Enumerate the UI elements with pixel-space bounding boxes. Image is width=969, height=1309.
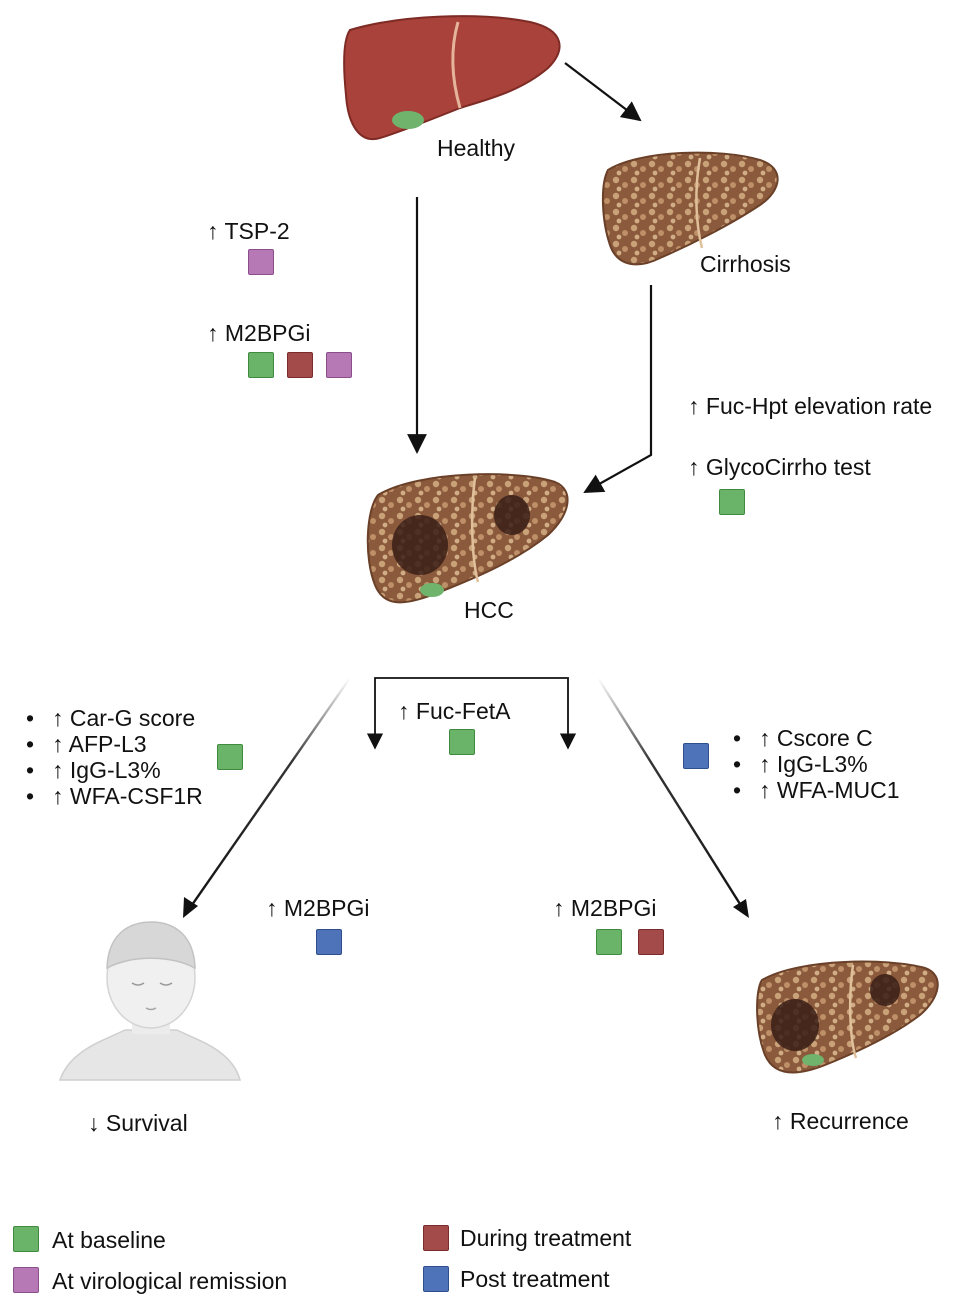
recurrence-marker-list: •↑ Cscore C •↑ IgG-L3% •↑ WFA-MUC1 [733,725,900,803]
legend-square-post [683,743,709,769]
legend-square-remission [326,352,352,378]
legend-swatch-post [423,1266,449,1292]
legend-label-post: Post treatment [460,1266,610,1292]
arrowhead-recurrence [733,899,749,918]
marker-m2bpgi-top: ↑ M2BPGi [207,320,311,346]
arrow-cirrhosis-to-hcc [583,285,653,493]
healthy-liver-icon [343,15,561,141]
list-item: •↑ AFP-L3 [26,731,147,757]
legend-square-baseline [248,352,274,378]
legend-square-remission [248,249,274,275]
legend-square-during [287,352,313,378]
legend-square-baseline [449,729,475,755]
marker-tsp2: ↑ TSP-2 [207,218,290,244]
list-item: •↑ IgG-L3% [26,757,161,783]
marker-glycocirrho: ↑ GlycoCirrho test [688,454,871,480]
label-survival: ↓ Survival [88,1110,188,1136]
legend-swatch-remission [13,1267,39,1293]
legend-label-baseline: At baseline [52,1227,166,1253]
legend-label-remission: At virological remission [52,1268,288,1294]
label-healthy: Healthy [437,135,515,161]
list-item: •↑ Car-G score [26,705,196,731]
legend-square-during [638,929,664,955]
list-item: •↑ WFA-MUC1 [733,777,900,803]
label-hcc: HCC [464,597,514,623]
patient-bust-icon [58,921,241,1081]
list-item: •↑ WFA-CSF1R [26,783,203,809]
marker-m2bpgi-right: ↑ M2BPGi [553,895,657,921]
bracket-hcc-split [366,677,577,750]
legend-swatch-baseline [13,1226,39,1252]
arrow-healthy-to-cirrhosis [564,62,642,122]
arrow-hcc-to-survival [184,677,351,916]
legend-label-during: During treatment [460,1225,632,1251]
marker-fuc-feta: ↑ Fuc-FetA [398,698,511,724]
arrowhead-survival [183,897,198,918]
legend-square-baseline [217,744,243,770]
legend-square-baseline [719,489,745,515]
arrow-hcc-to-recurrence [596,677,747,913]
hcc-liver-icon [366,473,569,604]
survival-marker-list: •↑ Car-G score •↑ AFP-L3 •↑ IgG-L3% •↑ W… [26,705,203,809]
legend-square-post [316,929,342,955]
legend-swatch-during [423,1225,449,1251]
list-item: •↑ Cscore C [733,725,873,751]
recurrence-liver-icon [756,960,939,1074]
list-item: •↑ IgG-L3% [733,751,868,777]
label-recurrence: ↑ Recurrence [772,1108,909,1134]
cirrhosis-liver-icon [601,151,779,266]
label-cirrhosis: Cirrhosis [700,251,791,277]
marker-fuc-hpt: ↑ Fuc-Hpt elevation rate [688,393,933,419]
legend-square-baseline [596,929,622,955]
marker-m2bpgi-left: ↑ M2BPGi [266,895,370,921]
